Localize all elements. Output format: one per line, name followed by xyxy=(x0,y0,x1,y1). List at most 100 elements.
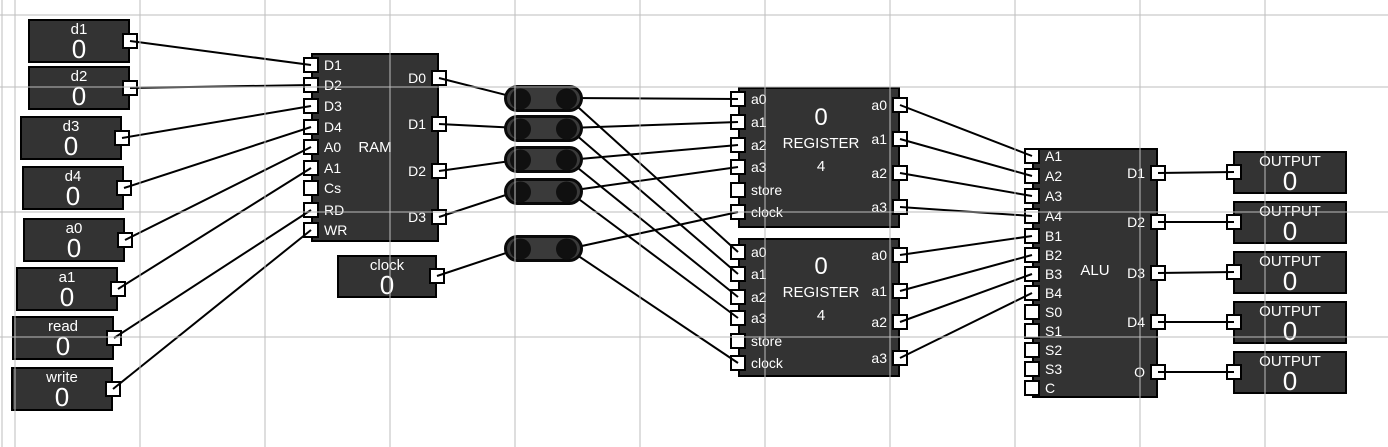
register1-output-pin[interactable] xyxy=(892,165,908,181)
register1-input-pin[interactable] xyxy=(730,182,746,198)
input-d2-pin[interactable] xyxy=(122,80,138,96)
alu-output-pin[interactable] xyxy=(1150,364,1166,380)
input-block-d1[interactable]: d1 0 xyxy=(28,19,130,63)
ram-input-pin[interactable] xyxy=(303,139,319,155)
alu-input-pin[interactable] xyxy=(1024,361,1040,377)
register2-input-pin[interactable] xyxy=(730,333,746,349)
output-block-4[interactable]: OUTPUT 0 xyxy=(1233,301,1347,344)
alu-input-pin[interactable] xyxy=(1024,380,1040,396)
wire xyxy=(899,104,1033,157)
input-d1-pin[interactable] xyxy=(122,33,138,49)
input-block-d3[interactable]: d3 0 xyxy=(20,116,122,160)
register2-input-pin[interactable] xyxy=(730,310,746,326)
alu-output-pin[interactable] xyxy=(1150,265,1166,281)
ram-output-pin[interactable] xyxy=(431,209,447,225)
wire-junction-1[interactable] xyxy=(504,85,583,112)
register2-input-pin[interactable] xyxy=(730,355,746,371)
register1-input-pin[interactable] xyxy=(730,114,746,130)
alu-input-pin[interactable] xyxy=(1024,247,1040,263)
ram-input-pin[interactable] xyxy=(303,160,319,176)
register1-output-pin[interactable] xyxy=(892,97,908,113)
clock-pin[interactable] xyxy=(429,268,445,284)
ram-output-pin[interactable] xyxy=(431,163,447,179)
input-block-read[interactable]: read 0 xyxy=(12,316,114,360)
wire xyxy=(899,235,1033,256)
output1-pin[interactable] xyxy=(1226,164,1242,180)
alu-input-pin[interactable] xyxy=(1024,228,1040,244)
input-block-d4[interactable]: d4 0 xyxy=(22,166,124,210)
register1-output-pin-label: a0 xyxy=(871,97,887,113)
register1-input-pin[interactable] xyxy=(730,91,746,107)
output-block-3[interactable]: OUTPUT 0 xyxy=(1233,251,1347,294)
register2-input-pin[interactable] xyxy=(730,289,746,305)
alu-input-pin[interactable] xyxy=(1024,208,1040,224)
ram-input-pin[interactable] xyxy=(303,77,319,93)
register2-output-pin[interactable] xyxy=(892,350,908,366)
alu-input-pin[interactable] xyxy=(1024,168,1040,184)
ram-input-pin[interactable] xyxy=(303,222,319,238)
ram-input-pin[interactable] xyxy=(303,98,319,114)
output4-pin[interactable] xyxy=(1226,314,1242,330)
wire xyxy=(112,229,312,390)
output3-pin[interactable] xyxy=(1226,264,1242,280)
input-read-pin[interactable] xyxy=(106,330,122,346)
ram-input-pin-label: D3 xyxy=(324,98,342,114)
register1-input-pin[interactable] xyxy=(730,204,746,220)
ram-input-pin[interactable] xyxy=(303,180,319,196)
register2-output-pin[interactable] xyxy=(892,283,908,299)
alu-input-pin[interactable] xyxy=(1024,148,1040,164)
input-block-a1[interactable]: a1 0 xyxy=(16,267,118,311)
output-block-2[interactable]: OUTPUT 0 xyxy=(1233,201,1347,244)
alu-input-pin[interactable] xyxy=(1024,285,1040,301)
alu-input-pin[interactable] xyxy=(1024,304,1040,320)
clock-block[interactable]: clock 0 xyxy=(337,255,437,298)
input-d3-pin[interactable] xyxy=(114,130,130,146)
alu-input-pin-label: B3 xyxy=(1045,266,1063,282)
wire-junction-4[interactable] xyxy=(504,178,583,205)
output5-pin[interactable] xyxy=(1226,364,1242,380)
input-block-d2[interactable]: d2 0 xyxy=(28,66,130,110)
input-block-write[interactable]: write 0 xyxy=(11,367,113,411)
alu-input-pin[interactable] xyxy=(1024,188,1040,204)
alu-output-pin[interactable] xyxy=(1150,214,1166,230)
register1-output-pin[interactable] xyxy=(892,131,908,147)
alu-output-pin[interactable] xyxy=(1150,165,1166,181)
register2-input-pin-label: a1 xyxy=(751,266,767,282)
ram-output-pin[interactable] xyxy=(431,70,447,86)
register2-output-pin[interactable] xyxy=(892,247,908,263)
ram-input-pin[interactable] xyxy=(303,119,319,135)
register2-input-pin[interactable] xyxy=(730,266,746,282)
register2-output-pin-label: a3 xyxy=(871,350,887,366)
register2-output-pin[interactable] xyxy=(892,314,908,330)
register1-input-pin-label: a1 xyxy=(751,114,767,130)
alu-input-pin[interactable] xyxy=(1024,342,1040,358)
alu-output-pin[interactable] xyxy=(1150,314,1166,330)
wire-junction-3[interactable] xyxy=(504,146,583,173)
alu-input-pin[interactable] xyxy=(1024,323,1040,339)
input-a0-pin[interactable] xyxy=(117,232,133,248)
input-d4-pin[interactable] xyxy=(116,180,132,196)
output-block-1[interactable]: OUTPUT 0 xyxy=(1233,151,1347,194)
ram-input-pin[interactable] xyxy=(303,202,319,218)
ram-input-pin[interactable] xyxy=(303,57,319,73)
register1-input-pin[interactable] xyxy=(730,137,746,153)
register1-input-pin[interactable] xyxy=(730,159,746,175)
alu-input-pin-label: S0 xyxy=(1045,304,1063,320)
alu-input-pin[interactable] xyxy=(1024,266,1040,282)
register1-output-pin[interactable] xyxy=(892,199,908,215)
wire-junction-2[interactable] xyxy=(504,115,583,142)
ram-output-pin[interactable] xyxy=(431,116,447,132)
junction-node-icon xyxy=(556,181,577,202)
input-value: 0 xyxy=(71,81,87,111)
alu-output-pin-label: D1 xyxy=(1127,165,1145,181)
input-a1-pin[interactable] xyxy=(110,281,126,297)
output-value: 0 xyxy=(1282,215,1298,246)
register2-input-pin[interactable] xyxy=(730,244,746,260)
output2-pin[interactable] xyxy=(1226,214,1242,230)
input-write-pin[interactable] xyxy=(105,381,121,397)
input-block-a0[interactable]: a0 0 xyxy=(23,218,125,262)
wire xyxy=(899,172,1033,197)
wire-junction-5[interactable] xyxy=(504,235,583,262)
output-block-5[interactable]: OUTPUT 0 xyxy=(1233,351,1347,394)
ram-input-pin-label: D1 xyxy=(324,57,342,73)
